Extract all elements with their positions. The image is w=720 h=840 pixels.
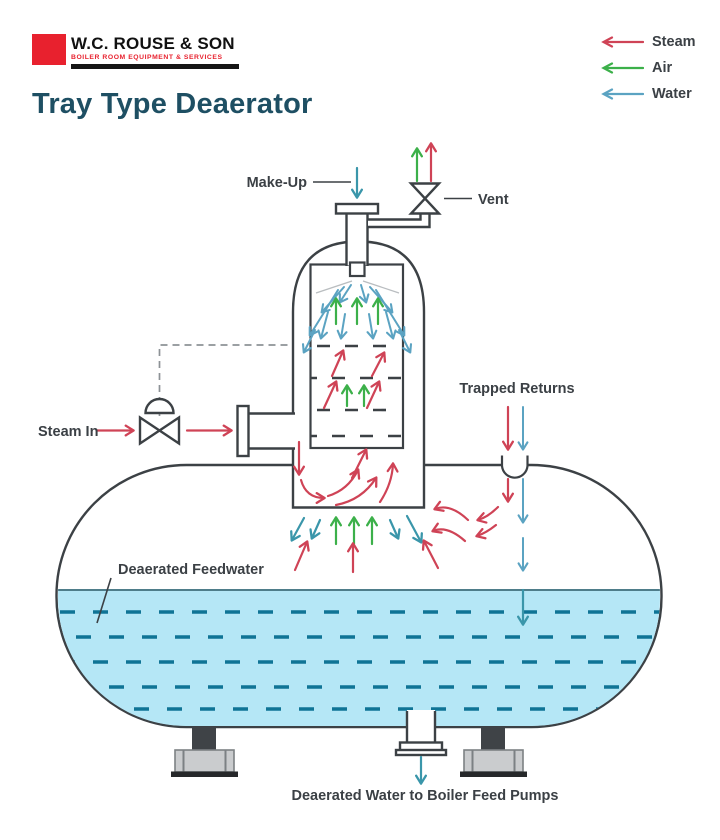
steam-inlet bbox=[95, 344, 295, 458]
saddle-support-left bbox=[171, 727, 238, 777]
legend-label-water: Water bbox=[652, 86, 692, 102]
steam-swirl-arrows bbox=[293, 440, 399, 507]
legend-label-air: Air bbox=[652, 60, 673, 76]
control-signal-line bbox=[158, 344, 292, 416]
water-arrow-icon bbox=[601, 88, 644, 100]
make-up-flange bbox=[334, 202, 380, 215]
logo-company-name: W.C. ROUSE & SON bbox=[71, 34, 235, 53]
spray-nozzle bbox=[348, 261, 366, 278]
page-title: Tray Type Deaerator bbox=[32, 88, 313, 120]
legend: Steam Air Water bbox=[598, 34, 696, 102]
logo-tagline: BOILER ROOM EQUIPMENT & SERVICES bbox=[71, 54, 223, 61]
air-rise-arrows-upper bbox=[330, 297, 384, 326]
spray-fan-line bbox=[315, 280, 353, 294]
make-up-label: Make-Up bbox=[247, 175, 308, 191]
steam-inlet-flange bbox=[236, 404, 250, 458]
make-up-pipe bbox=[334, 202, 380, 266]
tray-steam-arrows bbox=[322, 349, 387, 410]
vent-pipe bbox=[368, 213, 431, 229]
saddle-support-right bbox=[460, 727, 527, 777]
spray-fan-line bbox=[362, 280, 400, 294]
logo: W.C. ROUSE & SON BOILER ROOM EQUIPMENT &… bbox=[32, 34, 239, 69]
returns-steam-arrows bbox=[431, 500, 500, 543]
water-wave-dashes bbox=[60, 610, 660, 711]
vent-valve bbox=[408, 182, 472, 215]
steam-control-valve bbox=[138, 415, 162, 446]
legend-label-steam: Steam bbox=[652, 34, 696, 50]
feedwater-pointer-line bbox=[96, 577, 112, 624]
steam-control-valve bbox=[157, 415, 181, 446]
outlet-label: Deaerated Water to Boiler Feed Pumps bbox=[292, 788, 559, 804]
tank-inlet-arrows bbox=[290, 514, 440, 574]
feedwater bbox=[58, 589, 660, 726]
legend-row-steam: Steam bbox=[598, 34, 696, 50]
trapped-returns-arrows bbox=[502, 405, 529, 626]
logo-red-square bbox=[32, 34, 66, 65]
legend-row-air: Air bbox=[598, 60, 696, 76]
logo-underline-bar bbox=[71, 64, 239, 69]
trapped-returns-label: Trapped Returns bbox=[459, 381, 574, 397]
deaerated-feedwater-label: Deaerated Feedwater bbox=[118, 562, 264, 578]
legend-row-water: Water bbox=[598, 86, 696, 102]
vent-label: Vent bbox=[478, 192, 509, 208]
valve-actuator bbox=[144, 397, 175, 415]
air-arrow-icon bbox=[601, 62, 644, 74]
steam-in-label: Steam In bbox=[38, 424, 98, 440]
tray-column bbox=[309, 263, 405, 450]
logo-text: W.C. ROUSE & SON BOILER ROOM EQUIPMENT &… bbox=[71, 34, 239, 69]
trapped-returns-inlet bbox=[500, 455, 529, 479]
steam-arrow-icon bbox=[601, 36, 644, 48]
drain-nozzle bbox=[394, 710, 448, 757]
